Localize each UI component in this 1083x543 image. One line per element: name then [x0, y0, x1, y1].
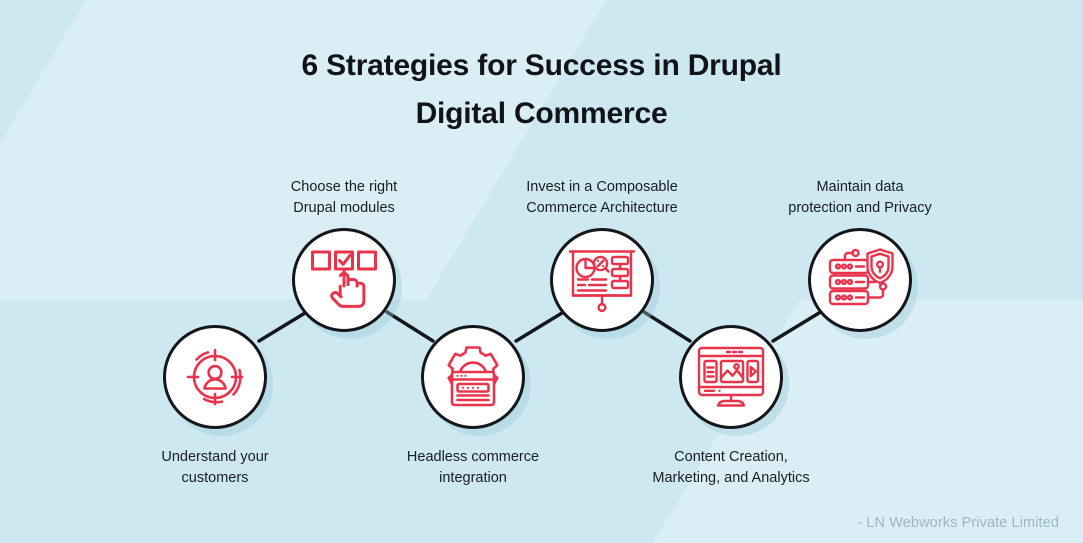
- connector-5-6: [771, 311, 821, 343]
- connector-2-3: [385, 310, 435, 343]
- step-label-1: Understand your customers: [100, 447, 330, 488]
- step-label-4-line-2: Commerce Architecture: [526, 199, 678, 216]
- step-node-4[interactable]: [550, 228, 654, 332]
- connector-3-4: [514, 311, 564, 343]
- monitor-media-icon: [697, 346, 765, 407]
- gear-webpage-icon: [447, 346, 499, 407]
- page-title: 6 Strategies for Success in Drupal Digit…: [0, 42, 1083, 138]
- step-node-6[interactable]: [808, 228, 912, 332]
- step-node-2[interactable]: [292, 228, 396, 332]
- page-title-line-2: Digital Commerce: [415, 97, 668, 130]
- target-person-icon: [186, 348, 244, 406]
- step-node-1[interactable]: [163, 325, 267, 429]
- step-label-6-line-2: protection and Privacy: [788, 199, 932, 216]
- connector-4-5: [642, 310, 692, 343]
- step-label-5-line-1: Content Creation,: [674, 449, 788, 465]
- step-node-5[interactable]: [679, 325, 783, 429]
- page-title-line-1: 6 Strategies for Success in Drupal: [301, 49, 782, 82]
- credit-attribution: - LN Webworks Private Limited: [857, 515, 1059, 531]
- server-shield-lock-icon: [828, 248, 894, 306]
- step-node-3[interactable]: [421, 325, 525, 429]
- step-label-5-line-2: Marketing, and Analytics: [652, 469, 810, 486]
- presentation-chart-icon: [568, 250, 636, 313]
- step-label-3-line-1: Headless commerce: [406, 449, 540, 465]
- step-label-3: Headless commerce integration: [358, 447, 588, 488]
- step-label-4: Invest in a Composable Commerce Architec…: [487, 177, 717, 218]
- step-label-1-line-1: Understand your: [161, 449, 269, 465]
- select-module-hand-icon: [311, 250, 377, 308]
- step-label-4-line-1: Invest in a Composable: [526, 179, 678, 195]
- step-label-2: Choose the right Drupal modules: [229, 177, 459, 218]
- connector-1-2: [257, 311, 307, 343]
- step-label-6-line-1: Maintain data: [816, 179, 904, 195]
- step-label-5: Content Creation, Marketing, and Analyti…: [616, 447, 846, 488]
- step-label-2-line-2: Drupal modules: [293, 199, 395, 216]
- step-label-6: Maintain data protection and Privacy: [745, 177, 975, 218]
- step-label-2-line-1: Choose the right: [290, 179, 398, 195]
- step-label-3-line-2: integration: [439, 469, 507, 486]
- step-label-1-line-2: customers: [181, 469, 249, 486]
